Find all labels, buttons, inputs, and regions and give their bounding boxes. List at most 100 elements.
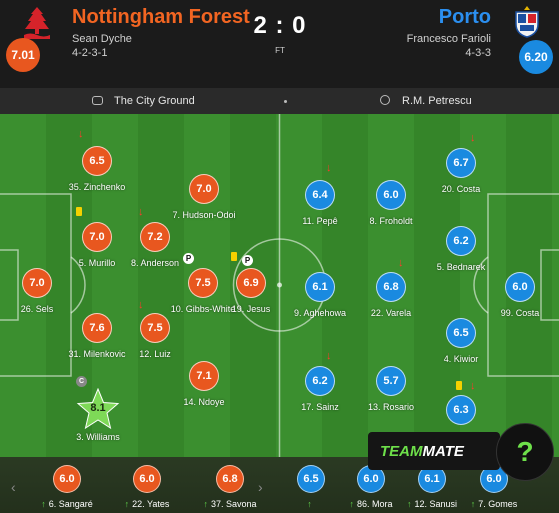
player-name: 6. Sangaré	[48, 499, 93, 509]
player-ndoye[interactable]: 7.1 14. Ndoye	[159, 361, 249, 407]
match-score: 2 : 0	[253, 12, 307, 39]
sub-partial[interactable]: 6.5 ↑	[271, 465, 351, 509]
player-rating: 6.2	[446, 226, 476, 256]
match-header: 7.01 Nottingham Forest Sean Dyche 4-2-3-…	[0, 0, 559, 88]
player-williams[interactable]: 8.1 3. Williams	[53, 388, 143, 442]
player-rating: 8.1	[90, 402, 106, 414]
player-name: 5. Bednarek	[436, 262, 486, 272]
player-name: 26. Sels	[20, 304, 54, 314]
player-rating: 7.0	[22, 268, 52, 298]
player-rating: 6.5	[446, 318, 476, 348]
player-hudson-odoi[interactable]: 7.0 7. Hudson-Odoi	[159, 174, 249, 220]
player-rating: 7.6	[82, 313, 112, 343]
help-button[interactable]: ?	[496, 423, 554, 481]
penalty-badge: P	[242, 255, 253, 266]
player-varela[interactable]: 6.8 22. Varela	[346, 272, 436, 318]
player-name: 13. Rosario	[367, 402, 415, 412]
player-rating: 7.1	[189, 361, 219, 391]
player-name: 35. Zinchenko	[68, 182, 126, 192]
player-costa-20[interactable]: 6.7 20. Costa	[416, 148, 506, 194]
player-kiwior[interactable]: 6.5 4. Kiwior	[416, 318, 506, 364]
player-name: 4. Kiwior	[443, 354, 479, 364]
player-froholdt[interactable]: 6.0 8. Froholdt	[346, 180, 436, 226]
player-rosario[interactable]: 5.7 13. Rosario	[346, 366, 436, 412]
player-name: 3. Williams	[76, 432, 120, 442]
separator-dot	[284, 100, 287, 103]
sub-yates[interactable]: 6.0 ↑22. Yates	[107, 465, 187, 509]
sub-off-arrow-icon: ↓	[470, 132, 476, 144]
nottingham-forest-crest-icon	[24, 7, 50, 39]
player-murillo[interactable]: 7.0 5. Murillo	[52, 222, 142, 268]
away-formation: 4-3-3	[465, 47, 491, 59]
home-coach[interactable]: Sean Dyche	[72, 33, 132, 45]
man-of-the-match-star-icon: 8.1	[76, 388, 120, 430]
player-costa-99[interactable]: 6.0 99. Costa	[475, 272, 559, 318]
player-rating: 6.1	[305, 272, 335, 302]
stadium-icon	[92, 96, 103, 105]
player-rating: 6.5	[82, 146, 112, 176]
player-rating: 7.2	[140, 222, 170, 252]
player-name: 8. Anderson	[130, 258, 180, 268]
chevron-left-icon[interactable]: ‹	[11, 479, 16, 495]
sub-on-arrow-icon: ↑	[406, 499, 412, 509]
player-name: 12. Luiz	[139, 349, 171, 359]
home-team-name[interactable]: Nottingham Forest	[72, 6, 250, 28]
player-sels[interactable]: 7.0 26. Sels	[0, 268, 82, 314]
player-anderson[interactable]: 7.2 8. Anderson	[110, 222, 200, 268]
sub-off-arrow-icon: ↓	[398, 257, 404, 269]
player-gibbs-white[interactable]: 7.5 10. Gibbs-White	[158, 268, 248, 314]
player-rating: 6.4	[305, 180, 335, 210]
player-milenkovic[interactable]: 7.6 31. Milenkovic	[52, 313, 142, 359]
player-name: 10. Gibbs-White	[170, 304, 236, 314]
sub-off-arrow-icon: ↓	[138, 206, 144, 218]
player-rating: 6.8	[216, 465, 244, 493]
player-name: 12. Sanusi	[414, 499, 458, 509]
whistle-icon	[380, 95, 390, 105]
player-rating: 6.7	[446, 148, 476, 178]
match-info-bar: The City Ground R.M. Petrescu	[0, 88, 559, 114]
player-sainz[interactable]: 6.2 17. Sainz	[275, 366, 365, 412]
sub-on-arrow-icon: ↑	[124, 499, 130, 509]
player-name: 11. Pepê	[302, 216, 338, 226]
away-coach[interactable]: Francesco Farioli	[406, 33, 491, 45]
teammate-promo[interactable]: TEAMMATE	[368, 432, 500, 470]
player-zinchenko[interactable]: 6.5 35. Zinchenko	[52, 146, 142, 192]
captain-badge: C	[76, 376, 87, 387]
player-rating: 6.8	[376, 272, 406, 302]
player-jesus[interactable]: 6.9 19. Jesus	[206, 268, 296, 314]
player-bednarek[interactable]: 6.2 5. Bednarek	[416, 226, 506, 272]
sub-on-arrow-icon: ↑	[470, 499, 476, 509]
player-name: 31. Milenkovic	[68, 349, 126, 359]
sub-off-arrow-icon: ↓	[470, 380, 476, 392]
player-name: 14. Ndoye	[183, 397, 225, 407]
player-luiz[interactable]: 7.5 12. Luiz	[110, 313, 200, 359]
player-name: 7. Hudson-Odoi	[172, 210, 236, 220]
porto-crest-icon	[515, 6, 539, 38]
player-rating: 7.0	[82, 222, 112, 252]
player-rating: 6.2	[305, 366, 335, 396]
player-rating: 7.0	[189, 174, 219, 204]
stadium-name: The City Ground	[114, 95, 195, 107]
sub-savona[interactable]: 6.8 ↑37. Savona	[190, 465, 270, 509]
player-pepe[interactable]: 6.4 11. Pepê	[275, 180, 365, 226]
player-rating: 5.7	[376, 366, 406, 396]
player-name: 19. Jesus	[231, 304, 271, 314]
promo-text-part2: MATE	[422, 443, 464, 460]
yellow-card-icon	[456, 381, 462, 390]
sub-off-arrow-icon: ↓	[78, 128, 84, 140]
away-team-rating: 6.20	[519, 40, 553, 74]
question-mark-icon: ?	[516, 436, 534, 467]
player-name: 9. Aghehowa	[293, 308, 347, 318]
away-team-name[interactable]: Porto	[438, 6, 491, 28]
sub-sangare[interactable]: 6.0 ↑6. Sangaré	[27, 465, 107, 509]
player-name: 20. Costa	[441, 184, 481, 194]
sub-on-arrow-icon: ↑	[203, 499, 208, 509]
chevron-right-icon[interactable]: ›	[258, 479, 263, 495]
sub-off-arrow-icon: ↓	[138, 299, 144, 311]
match-status: FT	[275, 46, 285, 55]
player-rating: 7.5	[188, 268, 218, 298]
player-name: 99. Costa	[500, 308, 540, 318]
referee-name: R.M. Petrescu	[402, 95, 472, 107]
player-name: 22. Varela	[370, 308, 412, 318]
player-aghehowa[interactable]: 6.1 9. Aghehowa	[275, 272, 365, 318]
